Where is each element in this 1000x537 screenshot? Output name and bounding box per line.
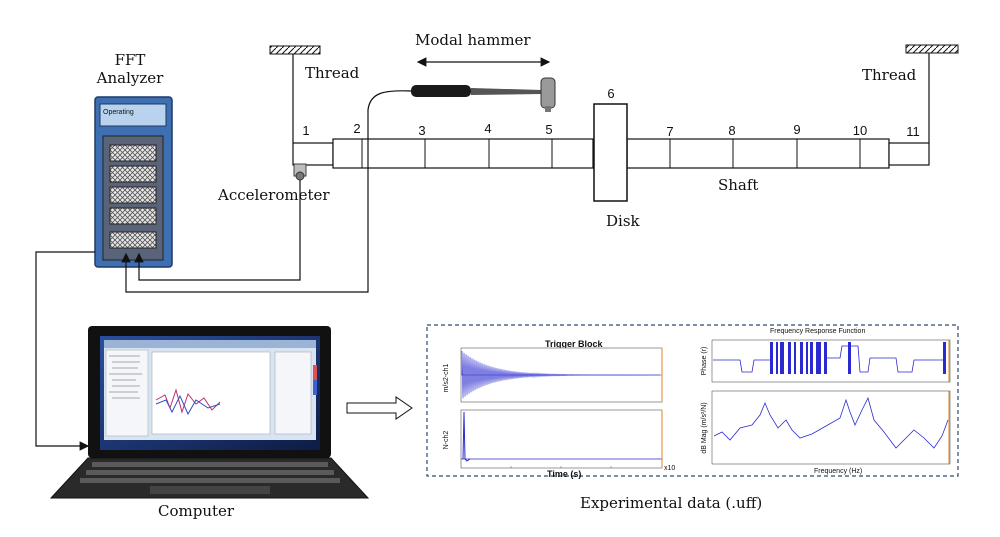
time-axis-exponent: x10 <box>664 465 675 472</box>
magnitude-axis-label: dB Mag (m/s²/N) <box>701 402 708 453</box>
experimental-data-panel: Trigger Block m/s2-ch1 N-ch2 Time (s) x1… <box>426 324 959 512</box>
trigger-block-title: Trigger Block <box>545 339 604 349</box>
time-axis-label: Time (s) <box>547 469 581 479</box>
hammer-handle <box>411 85 471 97</box>
hammer-cable <box>121 90 412 293</box>
fft-analyzer-screen <box>99 103 167 127</box>
thread-right-label: Thread <box>862 66 917 84</box>
accelerometer: Accelerometer <box>134 163 330 281</box>
shaft-label: Shaft <box>718 176 758 194</box>
accelerometer-label: Accelerometer <box>217 186 330 204</box>
operating-label: Operating <box>103 109 134 116</box>
magnitude-plot-frame <box>711 390 951 465</box>
fft-analyzer-label: FFT <box>115 51 146 69</box>
phase-plot-frame <box>711 339 951 383</box>
station-ticks <box>361 139 861 168</box>
laptop-icon: Computer <box>49 326 370 520</box>
station-label: 5 <box>545 122 552 137</box>
frequency-axis-label: Frequency (Hz) <box>814 468 862 475</box>
phase-axis-label: Phase (r) <box>701 347 708 376</box>
ch2-axis-label: N-ch2 <box>443 431 450 450</box>
station-label: 7 <box>666 124 673 139</box>
software-plot-area <box>151 351 271 435</box>
disk <box>593 103 628 202</box>
shaft-assembly: 1 2 3 4 5 6 7 8 9 10 11 Disk Shaft <box>292 86 930 230</box>
thread-left-label: Thread <box>305 64 360 82</box>
station-label: 4 <box>484 121 491 136</box>
shaft-right-section <box>626 138 890 169</box>
modal-hammer-label: Modal hammer <box>415 31 531 49</box>
fft-channel-button <box>109 165 157 183</box>
software-tree-panel <box>105 349 149 437</box>
analyzer-to-computer-cable <box>35 251 95 451</box>
fft-channel-button <box>109 231 157 249</box>
ch2-plot <box>461 411 662 462</box>
experimental-data-label: Experimental data (.uff) <box>580 494 762 512</box>
station-label: 1 <box>302 123 309 138</box>
fixed-support-icon <box>269 45 321 55</box>
fft-channel-buttons <box>109 144 157 249</box>
phase-plot <box>713 342 946 374</box>
frf-title: Frequency Response Function <box>770 328 865 335</box>
station-label: 8 <box>728 123 735 138</box>
computer-label: Computer <box>158 502 235 520</box>
modal-hammer-icon <box>411 77 556 112</box>
station-label: 3 <box>418 123 425 138</box>
fft-analyzer: FFT Analyzer Operating <box>94 51 173 268</box>
fft-channel-button <box>109 144 157 162</box>
disk-label: Disk <box>606 212 641 230</box>
left-support: Thread <box>269 45 360 143</box>
ch2-plot-frame <box>460 409 663 469</box>
fft-analyzer-label-2: Analyzer <box>96 69 164 87</box>
fixed-support-icon <box>905 44 959 54</box>
hammer-shaft <box>471 88 542 95</box>
station-label: 11 <box>906 124 920 139</box>
station-label: 9 <box>793 122 800 137</box>
hammer-head <box>540 77 556 109</box>
fft-channel-button <box>109 207 157 225</box>
station-label: 10 <box>853 123 867 138</box>
shaft-left-end <box>292 142 334 166</box>
arrow-right-icon <box>346 396 413 420</box>
ch1-axis-label: m/s2-ch1 <box>443 364 450 393</box>
right-support: Thread <box>862 44 959 143</box>
station-label: 6 <box>607 86 614 101</box>
accelerometer-cable <box>134 180 301 281</box>
shaft-left-section <box>332 138 594 169</box>
station-label: 2 <box>353 121 360 136</box>
shaft-right-end <box>888 142 930 166</box>
magnitude-curve <box>713 396 949 449</box>
fft-channel-button <box>109 186 157 204</box>
modal-hammer: Modal hammer <box>121 31 556 293</box>
ch1-plot <box>461 350 662 399</box>
